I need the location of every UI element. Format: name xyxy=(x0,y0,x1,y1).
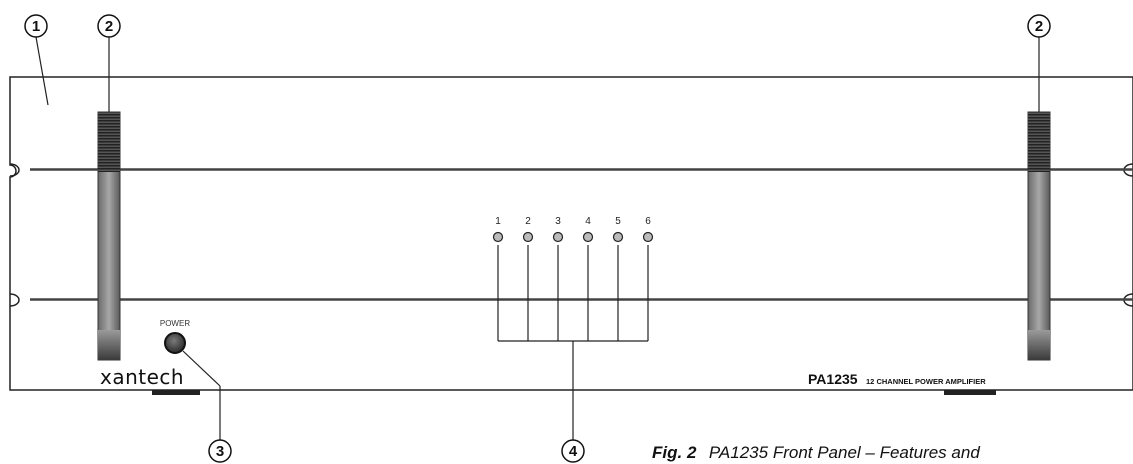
power-button[interactable] xyxy=(164,332,186,354)
led-indicator-2 xyxy=(522,231,534,243)
led-indicator-6 xyxy=(642,231,654,243)
callout-2-right: 2 xyxy=(1027,14,1051,38)
callout-4: 4 xyxy=(561,439,585,463)
figure-caption: Fig. 2 PA1235 Front Panel – Features and xyxy=(652,443,980,462)
led-label-5: 5 xyxy=(615,216,621,227)
model-description: 12 CHANNEL POWER AMPLIFIER xyxy=(866,377,986,386)
led-indicator-4 xyxy=(582,231,594,243)
left-notch-bottom xyxy=(9,293,20,307)
left-handle xyxy=(97,111,121,361)
svg-text:2: 2 xyxy=(105,18,113,35)
model-name: PA1235 xyxy=(808,371,858,387)
caption-fig-label: Fig. 2 xyxy=(652,443,697,462)
led-bracket xyxy=(498,340,648,442)
right-handle xyxy=(1027,111,1051,361)
led-indicator-1 xyxy=(492,231,504,243)
led-label-1: 1 xyxy=(495,216,501,227)
svg-text:3: 3 xyxy=(216,443,224,460)
power-button-group: POWER xyxy=(160,319,190,354)
channel-leds: 1 2 3 4 5 6 xyxy=(492,216,654,341)
callout-2-left: 2 xyxy=(97,14,121,38)
led-label-6: 6 xyxy=(645,216,651,227)
led-label-3: 3 xyxy=(555,216,561,227)
panel-leader xyxy=(35,36,49,106)
model-label: PA1235 12 CHANNEL POWER AMPLIFIER xyxy=(808,371,986,388)
svg-text:4: 4 xyxy=(569,443,578,460)
led-label-2: 2 xyxy=(525,216,531,227)
left-foot xyxy=(152,390,200,395)
led-indicator-5 xyxy=(612,231,624,243)
brand-logo-text: xantech xyxy=(100,365,184,389)
led-indicator-3 xyxy=(552,231,564,243)
svg-text:2: 2 xyxy=(1035,18,1043,35)
callout-3: 3 xyxy=(208,439,232,463)
power-label: POWER xyxy=(160,319,190,328)
caption-text: PA1235 Front Panel – Features and xyxy=(709,443,980,462)
power-leader-line xyxy=(182,350,221,387)
amplifier-panel xyxy=(9,76,1133,395)
right-foot xyxy=(944,390,996,395)
svg-text:1: 1 xyxy=(32,18,40,35)
led-label-4: 4 xyxy=(585,216,591,227)
callout-1: 1 xyxy=(24,14,48,38)
left-notch-top xyxy=(9,163,20,177)
